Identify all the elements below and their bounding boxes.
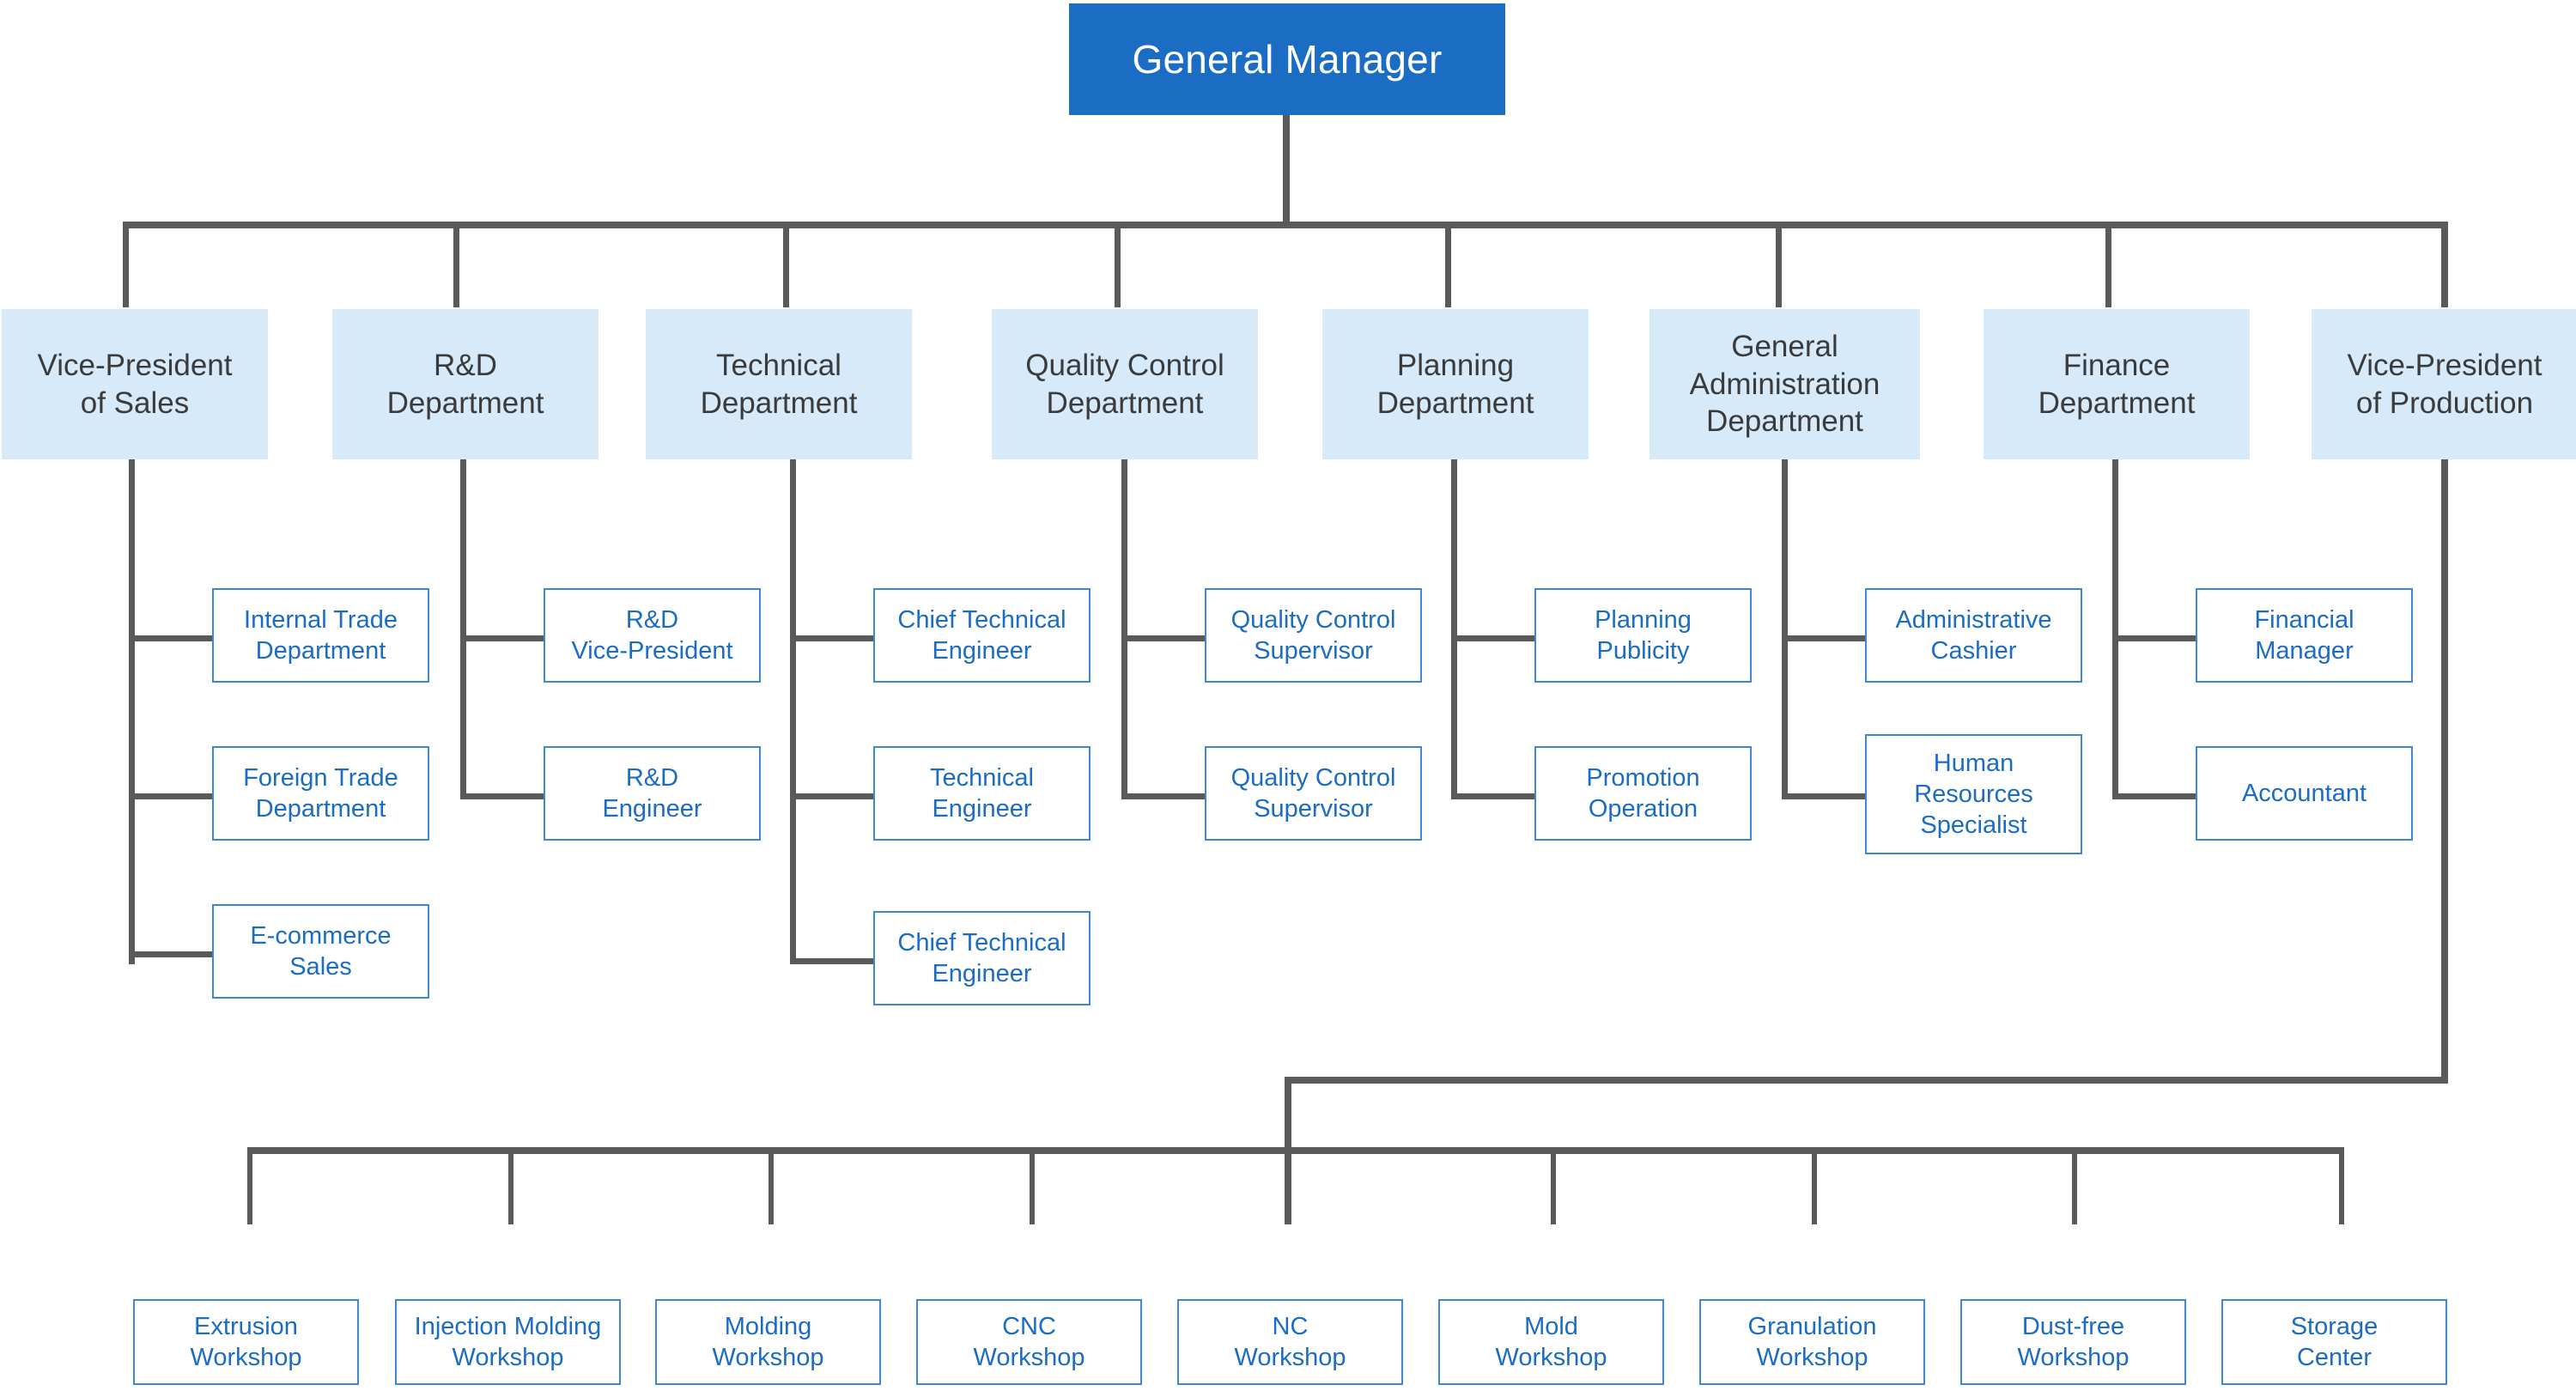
connector-drop-workshop-6 <box>1551 1147 1556 1224</box>
connector-rnd-spine <box>460 459 466 799</box>
connector-drop-dept-2 <box>453 222 459 307</box>
connector-technical-stub-1 <box>790 635 873 641</box>
connector-drop-workshop-1 <box>247 1147 252 1224</box>
connector-finance-spine <box>2112 459 2118 799</box>
connector-drop-dept-6 <box>1776 222 1782 307</box>
connector-rnd-stub-1 <box>460 635 544 641</box>
connector-quality-stub-2 <box>1121 793 1205 799</box>
connector-vpsales-stub-3 <box>129 951 212 957</box>
connector-vpsales-stub-1 <box>129 635 212 641</box>
connector-drop-workshop-8 <box>2072 1147 2077 1224</box>
connector-production-elbow <box>1285 1077 2448 1084</box>
connector-quality-stub-1 <box>1121 635 1205 641</box>
connector-drop-workshop-2 <box>508 1147 513 1224</box>
connector-finance-stub-2 <box>2112 793 2196 799</box>
connector-planning-stub-1 <box>1451 635 1534 641</box>
connector-drop-dept-1 <box>123 222 129 307</box>
connector-vpsales-spine <box>129 459 135 964</box>
connector-technical-spine <box>790 459 796 964</box>
connector-main-bus <box>123 222 2448 228</box>
connector-vpsales-stub-2 <box>129 793 212 799</box>
connector-root-stem <box>1283 115 1290 227</box>
connector-drop-dept-4 <box>1115 222 1121 307</box>
connector-production-drop <box>1285 1077 1291 1154</box>
connector-drop-workshop-3 <box>769 1147 774 1224</box>
connector-production-spine <box>2441 459 2448 1084</box>
connector-drop-workshop-7 <box>1812 1147 1817 1224</box>
connector-drop-workshop-4 <box>1030 1147 1035 1224</box>
connector-workshop-bus <box>247 1147 2344 1154</box>
connector-drop-dept-7 <box>2105 222 2111 307</box>
connector-finance-stub-1 <box>2112 635 2196 641</box>
connector-admin-spine <box>1782 459 1788 799</box>
connector-drop-dept-8 <box>2441 222 2448 307</box>
connector-planning-spine <box>1451 459 1457 799</box>
connector-technical-stub-2 <box>790 793 873 799</box>
connector-admin-stub-1 <box>1782 635 1865 641</box>
connector-drop-workshop-9 <box>2339 1147 2344 1224</box>
connector-technical-stub-3 <box>790 958 873 964</box>
connector-drop-dept-5 <box>1445 222 1451 307</box>
connector-admin-stub-2 <box>1782 793 1865 799</box>
connector-drop-workshop-5 <box>1285 1147 1291 1224</box>
connector-drop-dept-3 <box>783 222 789 307</box>
node-accountant[interactable]: Accountant <box>2196 746 2413 841</box>
connector-quality-spine <box>1121 459 1127 799</box>
connector-planning-stub-2 <box>1451 793 1534 799</box>
connector-rnd-stub-2 <box>460 793 544 799</box>
node-general-manager[interactable]: General Manager <box>1069 3 1505 115</box>
